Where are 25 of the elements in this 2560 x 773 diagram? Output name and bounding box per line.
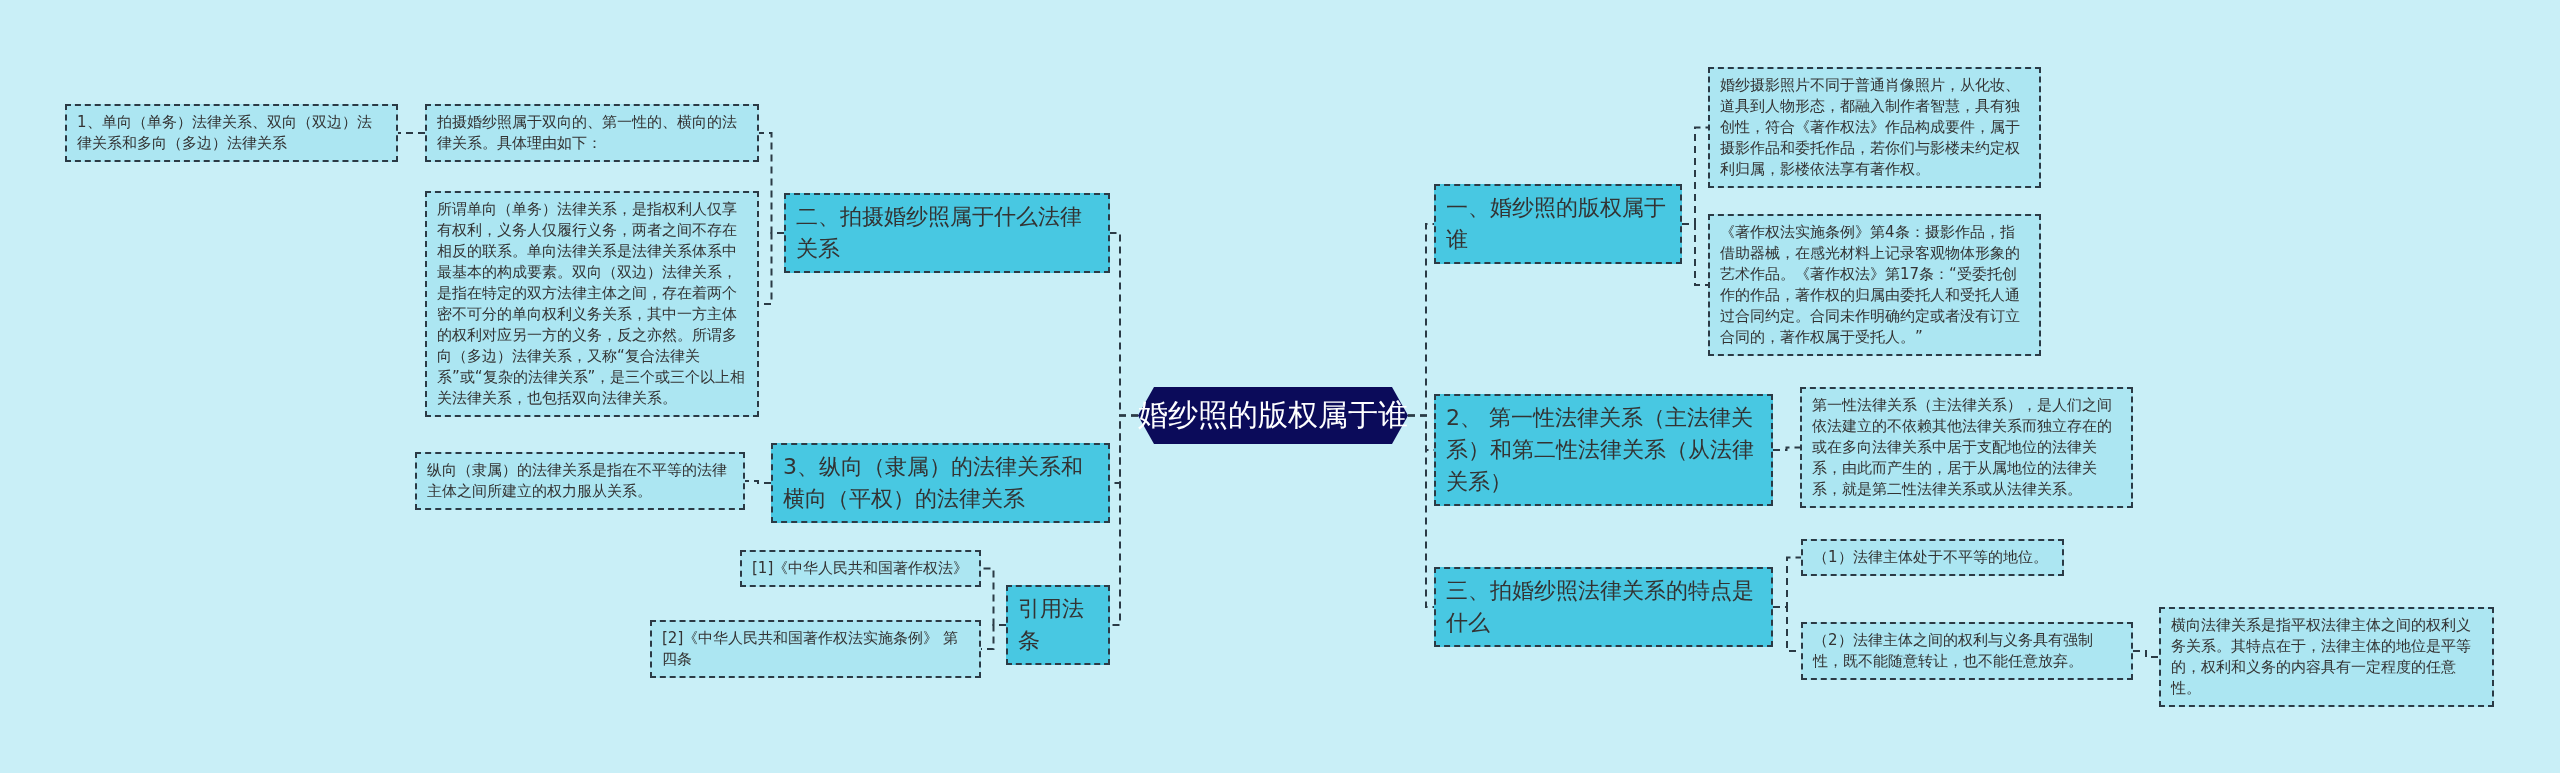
note-box: 《著作权法实施条例》第4条：摄影作品，指借助器械，在感光材料上记录客观物体形象的艺术作品。《著作权法》第17条：“受委托创作的作品，著作权的归属由委托人和受托人通过合同约定。合同未作明确约定或者没有订立合同的，著作权属于受托人。” [1708,214,2041,356]
note-box: （2）法律主体之间的权利与义务具有强制性，既不能随意转让，也不能任意放弃。 [1801,622,2133,680]
topic-box: 三、拍婚纱照法律关系的特点是什么 [1434,567,1773,647]
note-box: 1、单向（单务）法律关系、双向（双边）法律关系和多向（多边）法律关系 [65,104,398,162]
note-box: 纵向（隶属）的法律关系是指在不平等的法律主体之间所建立的权力服从关系。 [415,452,745,510]
topic-box: 引用法条 [1006,585,1110,665]
note-box: 横向法律关系是指平权法律主体之间的权利义务关系。其特点在于，法律主体的地位是平等的，权利和义务的内容具有一定程度的任意性。 [2159,607,2494,707]
connector [1772,446,1801,451]
connector [1407,414,1435,608]
note-box: [2]《中华人民共和国著作权法实施条例》 第四条 [650,620,981,678]
topic-box: 一、婚纱照的版权属于谁 [1434,184,1682,264]
note-box: 所谓单向（单务）法律关系，是指权利人仅享有权利，义务人仅履行义务，两者之间不存在相反的联系。单向法律关系是法律关系体系中最基本的构成要素。双向（双边）法律关系，是指在特定的双方法律主体之间，存在着两个密不可分的单向权利义务关系，其中一方主体的权利对应另一方的义务，反之亦然。所谓多向（多边）法律关系，又称“复合法律关系”或“复杂的法律关系”，是三个或三个以上相关法律关系，也包括双向法律关系。 [425,191,759,417]
central-topic: 婚纱照的版权属于谁 [1138,387,1408,444]
topic-box: 2、 第一性法律关系（主法律关系）和第二性法律关系（从法律关系） [1434,394,1773,506]
note-box: 婚纱摄影照片不同于普通肖像照片，从化妆、道具到人物形态，都融入制作者智慧，具有独创性，符合《著作权法》作品构成要件，属于摄影作品和委托作品，若你们与影楼未约定权利归属，影楼依法享有著作权。 [1708,67,2041,188]
note-box: 第一性法律关系（主法律关系），是人们之间依法建立的不依赖其他法律关系而独立存在的或在多向法律关系中居于支配地位的法律关系，由此而产生的，居于从属地位的法律关系，就是第二性法律关系或从法律关系。 [1800,387,2133,508]
note-box: [1]《中华人民共和国著作权法》 [740,550,981,587]
connector [2132,650,2160,658]
note-box: （1）法律主体处于不平等的地位。 [1801,539,2064,576]
topic-box: 3、纵向（隶属）的法律关系和横向（平权）的法律关系 [771,443,1110,523]
note-box: 拍摄婚纱照属于双向的、第一性的、横向的法律关系。具体理由如下： [425,104,759,162]
topic-box: 二、拍摄婚纱照属于什么法律关系 [784,193,1110,273]
connector [744,480,772,484]
connector [397,132,426,134]
connector [1681,223,1709,286]
